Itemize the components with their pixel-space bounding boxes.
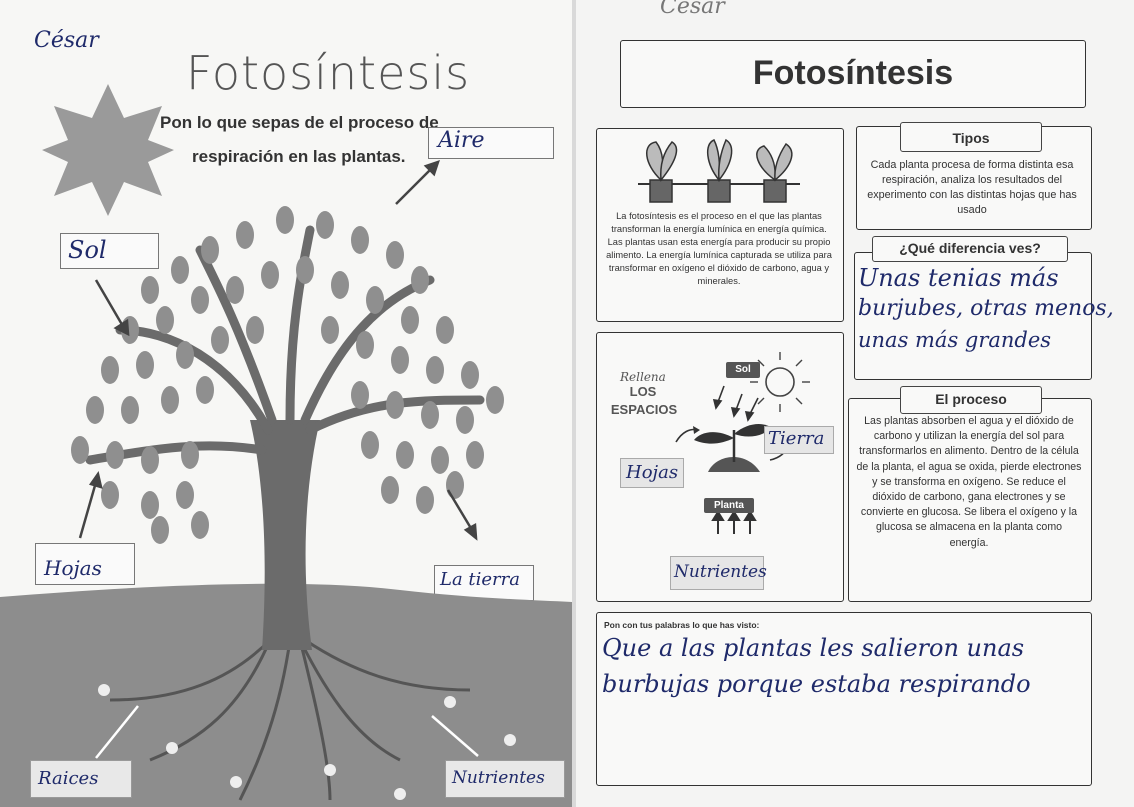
intro-text: La fotosíntesis es el proceso en el que … <box>606 211 832 286</box>
worksheet-title: Fotosíntesis <box>752 54 954 92</box>
tipos-text: Cada planta procesa de forma distinta es… <box>867 159 1077 216</box>
answer-sol: Sol <box>68 236 107 264</box>
title-box <box>620 40 1086 108</box>
rellena-box-hojas[interactable] <box>620 458 684 488</box>
rellena-answer-tierra: Tierra <box>768 428 825 449</box>
answer-raices: Raices <box>38 768 99 789</box>
answer-box-nutrientes[interactable] <box>445 760 565 798</box>
answer-box-hojas[interactable] <box>35 543 135 585</box>
proceso-heading-box <box>900 386 1042 414</box>
palabras-answer-line-1[interactable]: Que a las plantas les salieron unas <box>602 634 1025 662</box>
student-name: César <box>34 28 99 53</box>
right-worksheet: César Fotosíntesis La fotosíntesis es el… <box>576 0 1134 807</box>
diferencia-heading: ¿Qué diferencia ves? <box>899 240 1041 256</box>
rellena-line-1: LOS <box>629 384 657 399</box>
diferencia-answer-line-2: burjubes, otras menos, <box>858 296 1114 321</box>
answer-hojas: Hojas <box>44 556 102 580</box>
answer-box-sol[interactable] <box>60 233 159 269</box>
planta-tag-label: Planta <box>713 500 744 511</box>
rellena-box-tierra[interactable] <box>764 426 834 454</box>
sol-tag <box>726 362 760 378</box>
instruction-line-2: respiración en las plantas. <box>192 147 406 166</box>
diferencia-answer-line-3: unas más grandes <box>858 328 1052 352</box>
rellena-box-nutrientes[interactable] <box>670 556 764 590</box>
diferencia-heading-box <box>872 236 1068 262</box>
palabras-answer-line-2[interactable]: burbujas porque estaba respirando <box>602 670 1031 698</box>
palabras-prompt: Pon con tus palabras lo que has visto: <box>604 620 760 630</box>
left-worksheet: César Fotosíntesis Pon lo que sepas de e… <box>0 0 572 807</box>
rellena-script: Rellena <box>620 370 666 384</box>
rellena-answer-nutrientes: Nutrientes <box>674 562 767 582</box>
answer-aire: Aire <box>438 128 485 153</box>
proceso-panel <box>848 398 1092 602</box>
planta-tag <box>704 498 754 513</box>
proceso-heading: El proceso <box>935 391 1007 407</box>
worksheet-title: Fotosíntesis <box>186 46 471 100</box>
rellena-answer-hojas: Hojas <box>626 462 679 483</box>
answer-nutrientes: Nutrientes <box>452 768 545 788</box>
proceso-text: Las plantas absorben el agua y el dióxid… <box>856 415 1082 549</box>
answer-tierra: La tierra <box>440 569 520 590</box>
rellena-line-2: ESPACIOS <box>610 402 678 417</box>
answer-box-raices[interactable] <box>30 760 132 798</box>
instruction-line-1: Pon lo que sepas de el proceso de <box>160 113 439 132</box>
diferencia-panel <box>854 252 1092 380</box>
potted-plants-icon <box>638 138 800 203</box>
palabras-panel <box>596 612 1092 786</box>
tipos-heading-box <box>900 122 1042 152</box>
student-name: César <box>660 0 725 19</box>
tipos-heading: Tipos <box>952 130 990 146</box>
sun-illustration <box>42 84 174 216</box>
answer-box-aire[interactable] <box>428 127 554 159</box>
sol-tag-label: Sol <box>735 364 751 375</box>
tree-illustration <box>0 160 572 807</box>
diferencia-answer-line-1: Unas tenias más <box>858 264 1059 292</box>
